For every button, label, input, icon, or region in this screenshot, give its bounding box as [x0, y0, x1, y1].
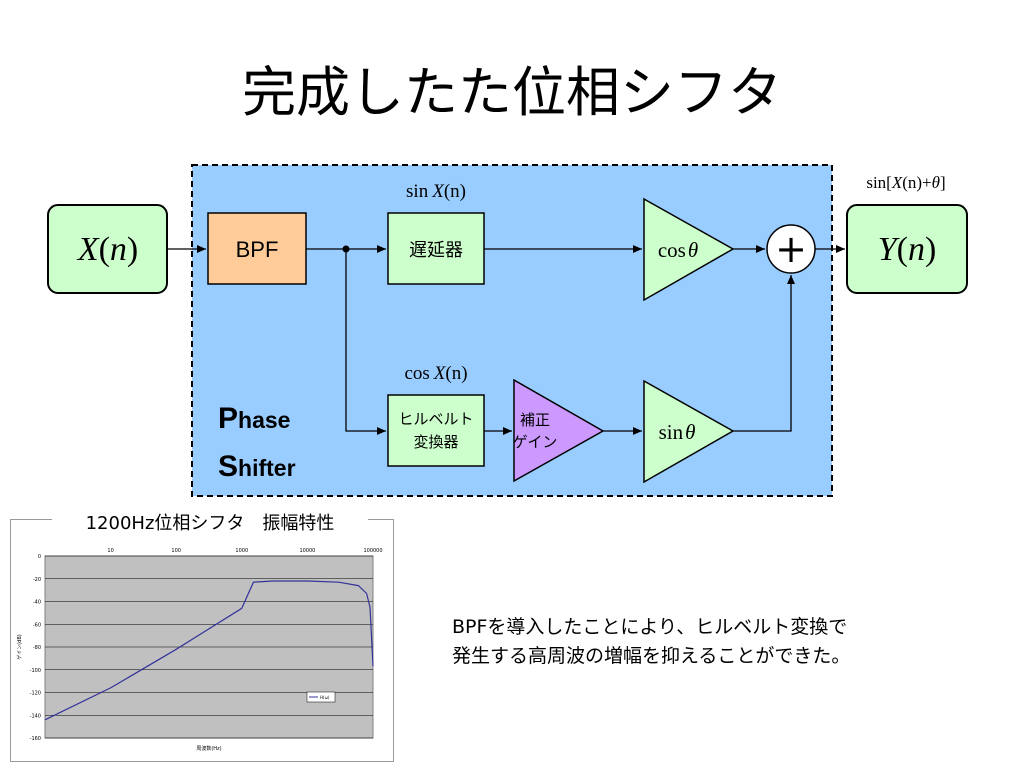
y-axis-label: ゲイン(dB) [16, 634, 23, 659]
chart-frame: 0 -20 -40 -60 -80 -100 -120 -140 -160 10 100 1000 10… [10, 519, 394, 762]
output-label: Y(n) [878, 231, 937, 268]
output-expression-label: sin[X(n)+θ] [866, 173, 945, 192]
cos-theta-label: cosθ [658, 238, 698, 262]
hilbert-label-line1: ヒルベルト [398, 410, 473, 428]
gain-label-line1: 補正 [520, 411, 550, 429]
y-tick-label: -160 [30, 736, 41, 742]
note-line-2: 発生する高周波の増幅を抑えることができた。 [452, 645, 851, 667]
delay-block [387, 212, 485, 285]
output-box [846, 204, 968, 294]
input-label: X(n) [76, 231, 138, 268]
note-line-1: BPFを導入したことにより、ヒルベルト変換で [452, 616, 848, 638]
brand-phase: Phase [218, 402, 290, 435]
y-tick-label: -120 [30, 691, 41, 697]
gain-compensation-triangle [513, 378, 605, 483]
y-tick-label: 0 [38, 554, 41, 560]
bpf-block [207, 212, 307, 285]
x-axis-label: 周波数(Hz) [196, 745, 221, 752]
y-tick-label: -20 [33, 577, 41, 583]
signal-wires [167, 245, 845, 435]
x-tick-label: 10000 [299, 548, 315, 554]
delay-label: 遅延器 [409, 240, 463, 261]
series-line [44, 580, 374, 721]
legend-box [306, 691, 336, 703]
y-tick-label: -140 [30, 713, 41, 719]
bpf-label: BPF [236, 237, 279, 262]
x-tick-label: 100000 [363, 548, 382, 554]
gain-label-line2: ゲイン [513, 433, 558, 451]
note-text: BPFを導入したことにより、ヒルベルト変換で 発生する高周波の増幅を抑えることが… [452, 613, 850, 671]
y-tick-label: -40 [33, 600, 41, 606]
y-tick-label: -100 [30, 668, 41, 674]
x-tick-label: 1000 [235, 548, 248, 554]
brand-shifter: Shifter [218, 450, 296, 483]
sin-theta-label: sinθ [659, 420, 696, 444]
sum-symbol: + [775, 227, 807, 271]
legend-label: H(ω) [320, 695, 330, 700]
x-tick-label: 10 [107, 548, 113, 554]
hilbert-block [387, 394, 485, 467]
hilbert-label-line2: 変換器 [413, 433, 458, 451]
junction-dot [342, 245, 350, 253]
y-tick-label: -60 [33, 622, 41, 628]
cos-theta-amplifier [643, 197, 735, 302]
page-title: 完成したた位相シフタ [242, 61, 782, 124]
x-tick-label: 100 [171, 548, 181, 554]
amplitude-response-chart: 0 -20 -40 -60 -80 -100 -120 -140 -160 10 100 1000 10… [16, 548, 383, 752]
sin-theta-amplifier [643, 379, 735, 484]
chart-title: 1200Hz位相シフタ 振幅特性 [52, 509, 368, 539]
y-tick-label: -80 [33, 645, 41, 651]
